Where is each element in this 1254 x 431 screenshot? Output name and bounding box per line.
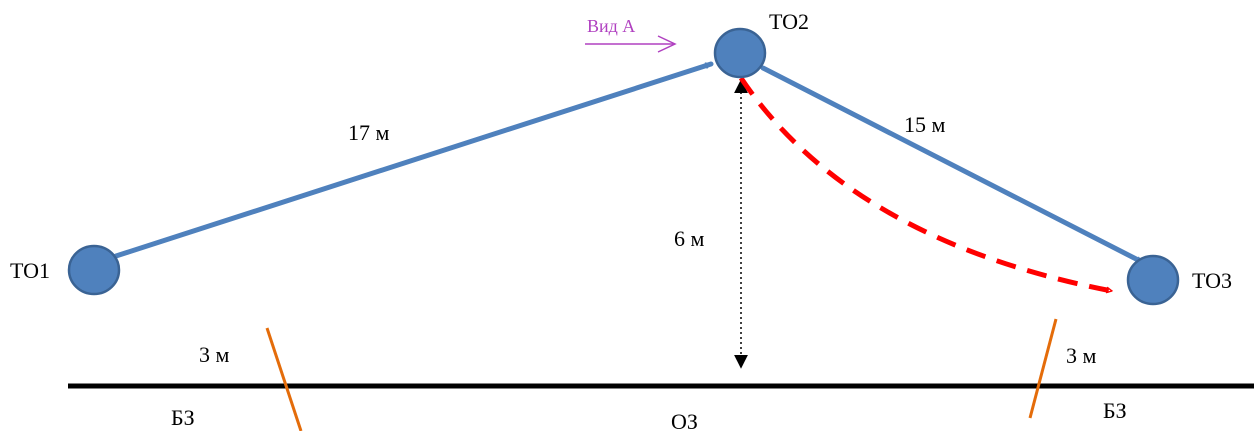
view-a-arrowhead xyxy=(657,35,677,53)
zone-right-label: БЗ xyxy=(1103,398,1127,423)
node-to2 xyxy=(713,27,767,79)
right-buffer-label: 3 м xyxy=(1066,343,1097,368)
height-label: 6 м xyxy=(674,226,705,251)
label-to1: ТО1 xyxy=(10,258,50,283)
label-to2: ТО2 xyxy=(769,9,809,34)
label-to3: ТО3 xyxy=(1192,268,1232,293)
node-to3 xyxy=(1126,254,1180,306)
distance-to2-to3: 15 м xyxy=(904,112,946,137)
right-boundary-marker xyxy=(1028,318,1058,419)
distance-to1-to2: 17 м xyxy=(348,120,390,145)
view-a-label: Вид А xyxy=(587,16,635,36)
left-boundary-marker xyxy=(265,327,303,431)
path-to2-to3 xyxy=(760,65,1145,265)
left-buffer-label: 3 м xyxy=(199,342,230,367)
alt-route-dashed xyxy=(738,76,1112,294)
zone-center-label: ОЗ xyxy=(671,409,698,431)
path-to1-to2 xyxy=(113,61,714,259)
zone-left-label: БЗ xyxy=(171,405,195,430)
node-to1 xyxy=(67,244,121,296)
